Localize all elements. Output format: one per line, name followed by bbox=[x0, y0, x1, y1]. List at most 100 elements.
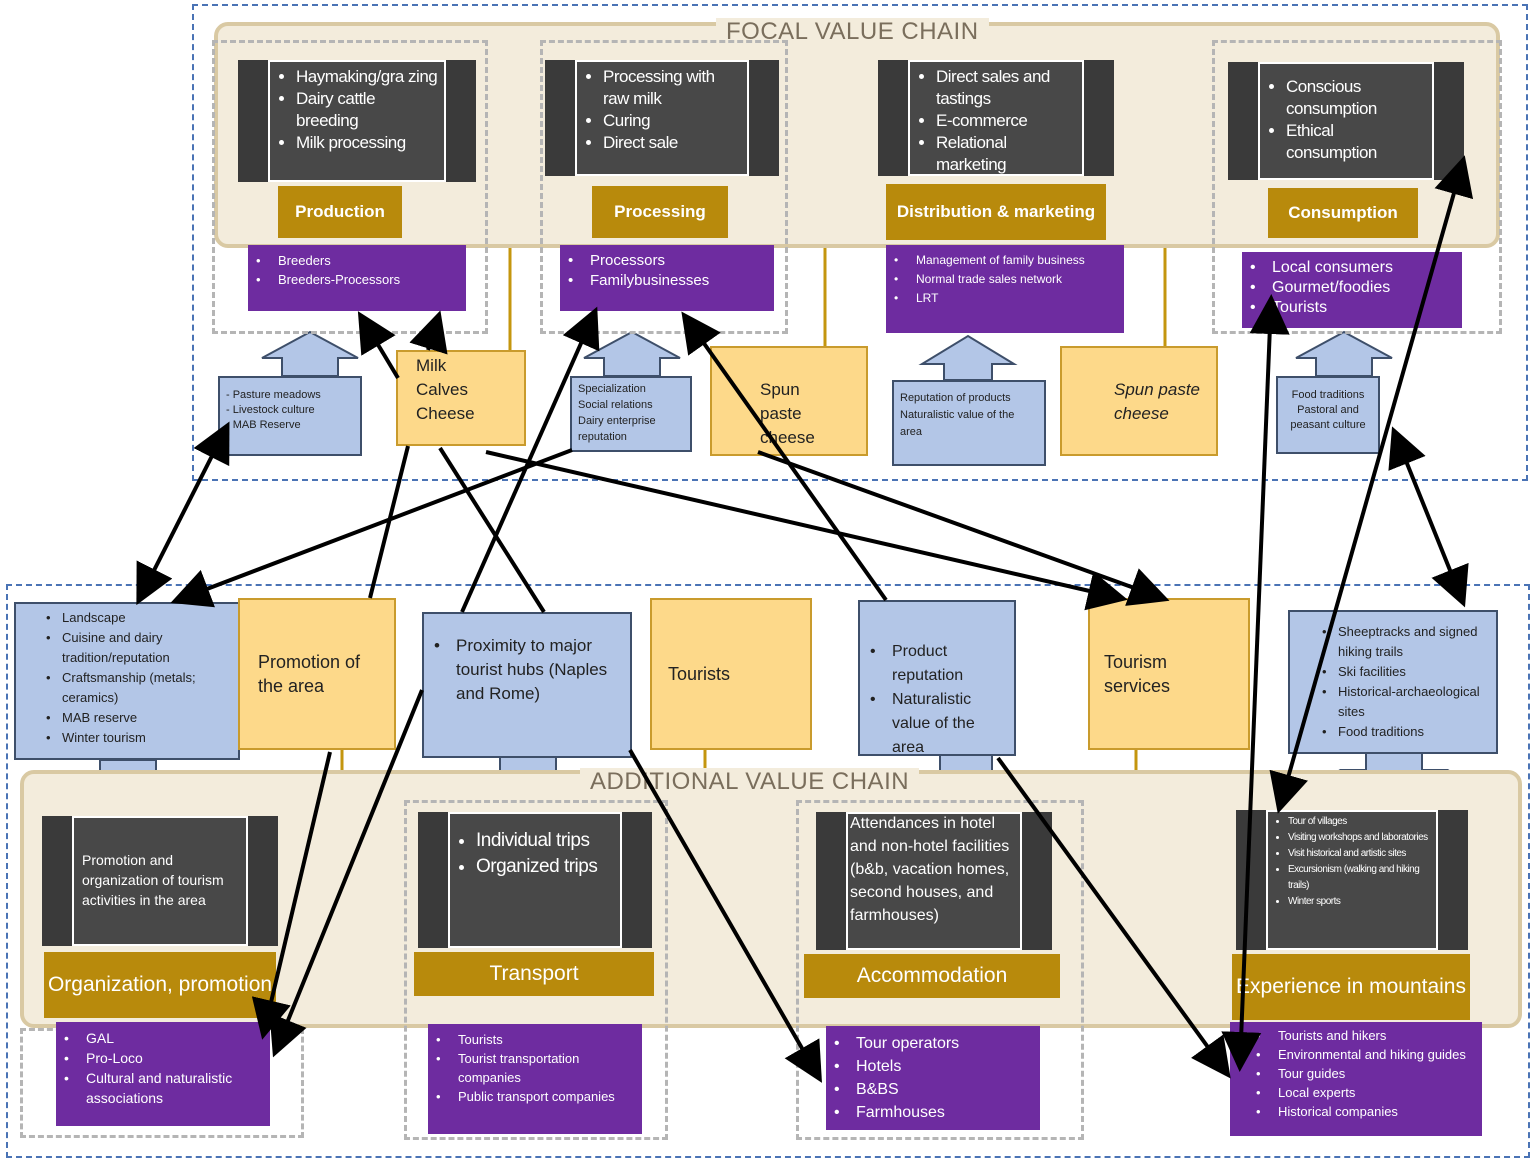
processing-actors: Processors Familybusinesses bbox=[560, 245, 774, 311]
additional-resource-box: Product reputation Naturalistic value of… bbox=[858, 600, 1016, 756]
actor-item: Tour guides bbox=[1256, 1064, 1476, 1083]
actor-item: Gourmet/foodies bbox=[1250, 278, 1456, 298]
activity-item: Visit historical and artistic sites bbox=[1288, 846, 1432, 862]
resource-item: Naturalistic value of the area bbox=[870, 688, 1008, 760]
resource-item: Craftsmanship (metals; ceramics) bbox=[46, 668, 234, 708]
actor-item: Tour operators bbox=[834, 1032, 1034, 1055]
actor-item: LRT bbox=[894, 289, 1118, 308]
actor-item: GAL bbox=[64, 1028, 264, 1048]
resource-item: Sheeptracks and signed hiking trails bbox=[1322, 622, 1492, 662]
actor-item: Local consumers bbox=[1250, 258, 1456, 278]
resource-item: Social relations bbox=[578, 399, 653, 411]
actor-item: Management of family business bbox=[894, 251, 1118, 270]
experience-activities: Tour of villages Visiting workshops and … bbox=[1236, 810, 1468, 950]
actor-item: Tourist transportation companies bbox=[436, 1049, 636, 1087]
product-item: Milk bbox=[416, 356, 447, 375]
transport-label: Transport bbox=[414, 952, 654, 996]
focal-resource-box: Reputation of products Naturalistic valu… bbox=[892, 380, 1046, 466]
organization-activities: Promotion and organization of tourism ac… bbox=[42, 816, 278, 946]
consumption-activities: Conscious consumption Ethical consumptio… bbox=[1228, 62, 1464, 180]
activity-item: Milk processing bbox=[296, 132, 440, 154]
transport-actors: Tourists Tourist transportation companie… bbox=[428, 1024, 642, 1134]
stage-area bbox=[212, 40, 488, 334]
consumption-actors: Local consumers Gourmet/foodies Tourists bbox=[1242, 252, 1462, 328]
accommodation-activities: Attendances in hotel and non-hotel facil… bbox=[816, 812, 1052, 950]
resource-item: Ski facilities bbox=[1322, 662, 1492, 682]
resource-item: Product reputation bbox=[870, 640, 1008, 688]
production-activities: Haymaking/gra zing Dairy cattle breeding… bbox=[238, 60, 476, 182]
actor-item: Tourists bbox=[1250, 298, 1456, 318]
actor-item: Tourists bbox=[436, 1030, 636, 1049]
production-actors: Breeders Breeders-Processors bbox=[248, 245, 466, 311]
actor-item: Processors bbox=[568, 251, 768, 271]
activity-item: E-commerce bbox=[936, 110, 1078, 132]
additional-product-box: Tourists bbox=[650, 598, 812, 750]
product-item: Cheese bbox=[416, 404, 475, 423]
resource-arrow bbox=[583, 330, 681, 377]
resource-item: - MAB Reserve bbox=[226, 419, 301, 431]
focal-resource-box: - Pasture meadows - Livestock culture - … bbox=[218, 376, 362, 456]
product-item: Spun paste cheese bbox=[1114, 380, 1201, 423]
actor-item: Breeders bbox=[256, 251, 460, 270]
resource-item: Winter tourism bbox=[46, 728, 234, 748]
actor-item: Cultural and naturalistic associations bbox=[64, 1068, 264, 1108]
actor-item: B&BS bbox=[834, 1078, 1034, 1101]
resource-arrow bbox=[261, 330, 359, 377]
focal-product-box: Milk Calves Cheese bbox=[396, 350, 526, 446]
actor-item: Environmental and hiking guides bbox=[1256, 1045, 1476, 1064]
additional-resource-box: Sheeptracks and signed hiking trails Ski… bbox=[1288, 610, 1498, 754]
activity-item: Attendances in hotel and non-hotel facil… bbox=[850, 815, 1010, 924]
activity-item: Haymaking/gra zing bbox=[296, 66, 440, 88]
actor-item: Historical companies bbox=[1256, 1102, 1476, 1121]
activity-item: Relational marketing bbox=[936, 132, 1078, 176]
transport-activities: Individual trips Organized trips bbox=[418, 812, 652, 948]
activity-item: Individual trips bbox=[476, 828, 616, 854]
resource-item: Pastoral and peasant culture bbox=[1290, 404, 1366, 431]
resource-item: MAB reserve bbox=[46, 708, 234, 728]
additional-product-box: Promotion of the area bbox=[238, 598, 396, 750]
resource-item: - Livestock culture bbox=[226, 404, 315, 416]
resource-item: - Pasture meadows bbox=[226, 389, 321, 401]
production-label: Production bbox=[278, 186, 402, 238]
product-item: Promotion of the area bbox=[258, 652, 361, 696]
processing-label: Processing bbox=[592, 186, 728, 238]
activity-item: Promotion and organization of tourism ac… bbox=[82, 852, 224, 908]
focal-resource-box: Food traditions Pastoral and peasant cul… bbox=[1276, 376, 1380, 454]
accommodation-actors: Tour operators Hotels B&BS Farmhouses bbox=[826, 1026, 1040, 1130]
focal-resource-box: Specialization Social relations Dairy en… bbox=[570, 376, 692, 452]
consumption-label: Consumption bbox=[1268, 188, 1418, 238]
activity-item: Direct sales and tastings bbox=[936, 66, 1078, 110]
resource-item: Naturalistic value of the area bbox=[900, 409, 1015, 438]
actor-item: Public transport companies bbox=[436, 1087, 636, 1106]
activity-item: Dairy cattle breeding bbox=[296, 88, 440, 132]
actor-item: Normal trade sales network bbox=[894, 270, 1118, 289]
product-item: Calves bbox=[416, 380, 468, 399]
stage-area bbox=[540, 40, 788, 334]
actor-item: Pro-Loco bbox=[64, 1048, 264, 1068]
resource-item: Food traditions bbox=[1322, 722, 1492, 742]
experience-actors: Tourists and hikers Environmental and hi… bbox=[1230, 1022, 1482, 1136]
organization-actors: GAL Pro-Loco Cultural and naturalistic a… bbox=[56, 1022, 270, 1126]
resource-item: Dairy enterprise reputation bbox=[578, 415, 656, 443]
activity-item: Visiting workshops and laboratories bbox=[1288, 830, 1432, 846]
experience-label: Experience in mountains bbox=[1232, 954, 1470, 1020]
activity-item: Processing with raw milk bbox=[603, 66, 743, 110]
processing-activities: Processing with raw milk Curing Direct s… bbox=[545, 60, 779, 176]
actor-item: Local experts bbox=[1256, 1083, 1476, 1102]
activity-item: Winter sports bbox=[1288, 894, 1432, 910]
resource-arrow bbox=[918, 334, 1018, 381]
focal-product-box: Spun paste cheese bbox=[1060, 346, 1218, 456]
accommodation-label: Accommodation bbox=[804, 954, 1060, 998]
resource-item: Proximity to major tourist hubs (Naples … bbox=[434, 634, 624, 706]
distribution-label: Distribution & marketing bbox=[886, 184, 1106, 240]
additional-title: ADDITIONAL VALUE CHAIN bbox=[580, 768, 920, 796]
product-item: Tourism services bbox=[1104, 652, 1171, 696]
activity-item: Direct sale bbox=[603, 132, 743, 154]
additional-resource-box: Landscape Cuisine and dairy tradition/re… bbox=[14, 602, 240, 760]
resource-item: Reputation of products bbox=[900, 392, 1011, 404]
product-item: Spun paste cheese bbox=[760, 380, 815, 447]
product-item: Tourists bbox=[668, 664, 731, 684]
actor-item: Farmhouses bbox=[834, 1101, 1034, 1124]
distribution-actors: Management of family business Normal tra… bbox=[886, 245, 1124, 333]
